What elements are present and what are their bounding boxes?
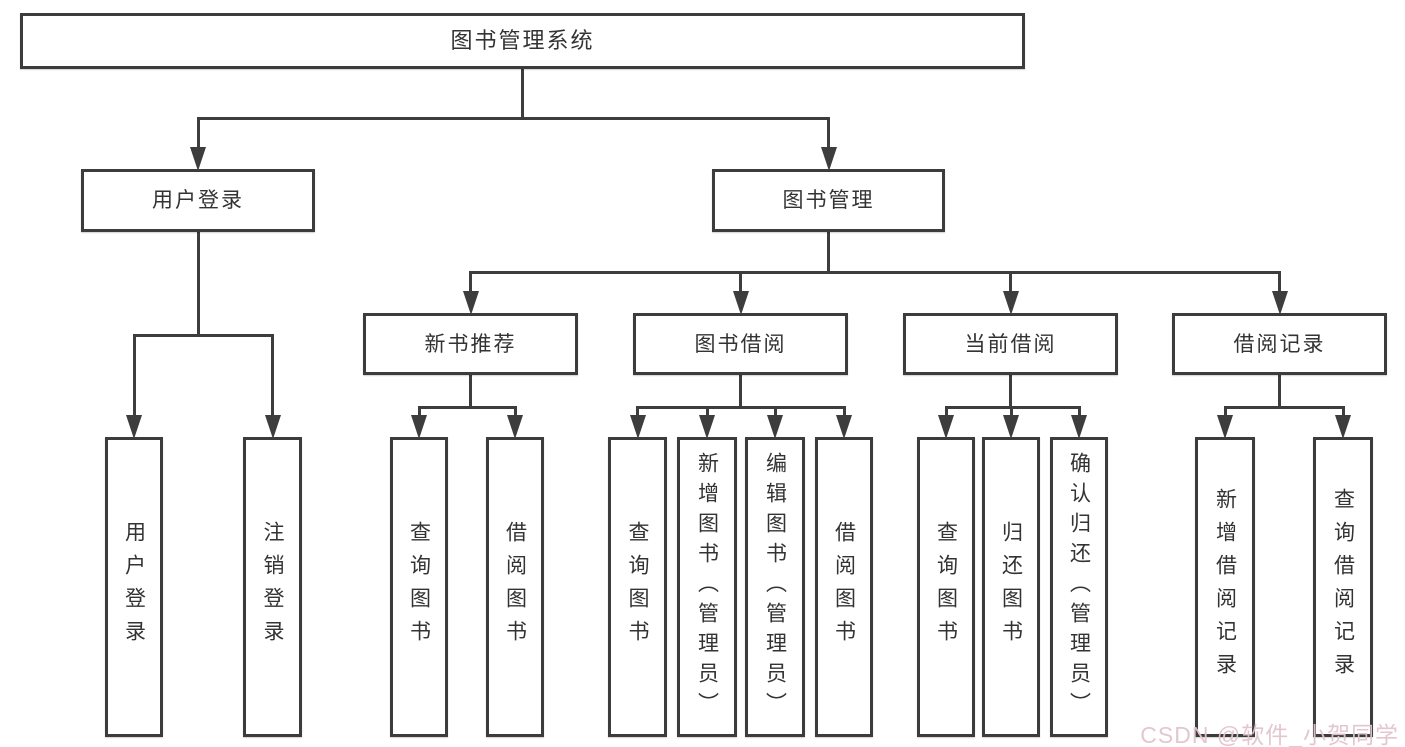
arrowhead-down-icon bbox=[629, 415, 646, 439]
node-label-cb-confirm: 确认归还（管理员） bbox=[1067, 452, 1091, 722]
node-cb-query: 查询图书 bbox=[917, 437, 975, 737]
node-label-user-login: 用户登录 bbox=[152, 189, 244, 212]
node-br-add: 新增借阅记录 bbox=[1195, 437, 1255, 737]
node-label-root: 图书管理系统 bbox=[450, 28, 595, 53]
node-label-bb-add: 新增图书（管理员） bbox=[695, 452, 719, 722]
arrowhead-down-icon bbox=[732, 291, 749, 315]
node-nb-query: 查询图书 bbox=[390, 437, 448, 737]
node-bb-edit: 编辑图书（管理员） bbox=[745, 437, 805, 737]
connector-line bbox=[196, 116, 830, 120]
connector-line bbox=[521, 69, 524, 118]
connector-line bbox=[827, 232, 830, 272]
connector-line bbox=[1341, 407, 1345, 419]
connector-line bbox=[739, 375, 742, 407]
arrowhead-down-icon bbox=[767, 415, 783, 439]
connector-line bbox=[636, 405, 846, 409]
connector-line bbox=[1278, 375, 1281, 407]
arrowhead-down-icon bbox=[820, 147, 837, 171]
connector-line bbox=[469, 375, 472, 407]
node-book-mgmt: 图书管理 bbox=[712, 169, 945, 232]
node-bb-add: 新增图书（管理员） bbox=[677, 437, 737, 737]
node-label-bb-query: 查询图书 bbox=[626, 521, 649, 653]
node-cb-confirm: 确认归还（管理员） bbox=[1050, 437, 1108, 737]
arrowhead-down-icon bbox=[1335, 415, 1351, 439]
node-label-nb-query: 查询图书 bbox=[407, 521, 431, 653]
node-label-nb-borrow: 借阅图书 bbox=[503, 521, 527, 653]
connector-line bbox=[705, 407, 709, 419]
connector-line bbox=[1009, 407, 1013, 419]
csdn-watermark: CSDN @软件_小贺同学 bbox=[1140, 722, 1399, 747]
node-bb-borrow: 借阅图书 bbox=[815, 437, 873, 737]
arrowhead-down-icon bbox=[1217, 415, 1233, 439]
arrowhead-down-icon bbox=[1003, 415, 1019, 439]
connector-line bbox=[513, 407, 517, 419]
node-label-cb-query: 查询图书 bbox=[934, 521, 958, 653]
node-label-current-borrow: 当前借阅 bbox=[964, 332, 1057, 356]
node-label-book-borrow: 图书借阅 bbox=[694, 332, 787, 356]
node-new-books: 新书推荐 bbox=[363, 313, 578, 375]
connector-line bbox=[944, 405, 1081, 409]
connector-line bbox=[196, 118, 200, 151]
node-current-borrow: 当前借阅 bbox=[903, 313, 1118, 375]
arrowhead-down-icon bbox=[411, 415, 427, 439]
node-leaf-logout: 注销登录 bbox=[243, 437, 302, 737]
arrowhead-down-icon bbox=[938, 415, 954, 439]
connector-line bbox=[132, 333, 274, 337]
connector-line bbox=[1278, 272, 1281, 295]
node-label-new-books: 新书推荐 bbox=[424, 332, 517, 356]
node-label-br-query: 查询借阅记录 bbox=[1331, 488, 1355, 686]
connector-line bbox=[1009, 272, 1012, 295]
connector-line bbox=[1223, 405, 1345, 409]
node-label-br-add: 新增借阅记录 bbox=[1213, 488, 1237, 686]
connector-line bbox=[827, 118, 830, 151]
connector-line bbox=[1009, 375, 1012, 407]
connector-line bbox=[417, 405, 517, 409]
connector-line bbox=[469, 272, 472, 295]
node-label-cb-return: 归还图书 bbox=[999, 521, 1023, 653]
connector-line bbox=[469, 270, 1281, 274]
arrowhead-down-icon bbox=[190, 147, 206, 171]
node-br-query: 查询借阅记录 bbox=[1313, 437, 1373, 737]
node-user-login: 用户登录 bbox=[81, 169, 315, 232]
arrowhead-down-icon bbox=[507, 415, 523, 439]
connector-line bbox=[1077, 407, 1081, 419]
node-label-leaf-logout: 注销登录 bbox=[261, 521, 284, 653]
connector-line bbox=[739, 272, 742, 295]
node-borrow-records: 借阅记录 bbox=[1172, 313, 1387, 375]
arrowhead-down-icon bbox=[836, 415, 852, 439]
node-leaf-user-login: 用户登录 bbox=[105, 437, 163, 737]
connector-line bbox=[1223, 407, 1227, 419]
connector-line bbox=[842, 407, 846, 419]
connector-line bbox=[944, 407, 948, 419]
arrowhead-down-icon bbox=[264, 415, 281, 439]
connector-line bbox=[773, 407, 777, 419]
arrowhead-down-icon bbox=[462, 291, 479, 315]
arrowhead-down-icon bbox=[126, 415, 142, 439]
connector-line bbox=[271, 335, 274, 419]
node-label-borrow-records: 借阅记录 bbox=[1233, 332, 1326, 356]
node-cb-return: 归还图书 bbox=[982, 437, 1040, 737]
node-label-leaf-user-login: 用户登录 bbox=[122, 521, 146, 653]
arrowhead-down-icon bbox=[1002, 291, 1019, 315]
node-bb-query: 查询图书 bbox=[608, 437, 667, 737]
node-label-bb-borrow: 借阅图书 bbox=[832, 521, 856, 653]
arrowhead-down-icon bbox=[1071, 415, 1087, 439]
connector-line bbox=[417, 407, 421, 419]
connector-line bbox=[132, 335, 136, 419]
node-label-bb-edit: 编辑图书（管理员） bbox=[763, 452, 787, 722]
connector-line bbox=[636, 407, 639, 419]
node-label-book-mgmt: 图书管理 bbox=[782, 189, 875, 212]
node-book-borrow: 图书借阅 bbox=[633, 313, 848, 375]
connector-line bbox=[196, 232, 200, 335]
node-root: 图书管理系统 bbox=[20, 13, 1025, 69]
arrowhead-down-icon bbox=[699, 415, 715, 439]
arrowhead-down-icon bbox=[1271, 291, 1288, 315]
node-nb-borrow: 借阅图书 bbox=[486, 437, 544, 737]
